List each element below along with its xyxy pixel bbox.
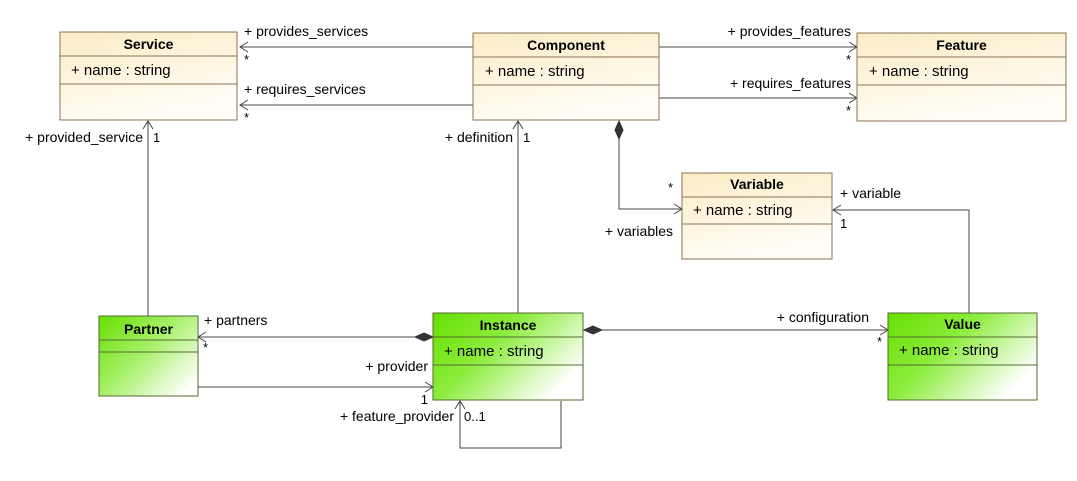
role-definition: + definition — [445, 129, 513, 145]
edge-provider: + provider 1 — [198, 358, 434, 407]
class-partner[interactable]: Partner — [98, 315, 199, 397]
mult-variable: 1 — [840, 216, 847, 231]
class-name: Partner — [124, 321, 174, 337]
role-provider: + provider — [365, 358, 428, 374]
edge-requires-services: + requires_services * — [239, 81, 473, 125]
role-provides-services: + provides_services — [244, 23, 368, 39]
mult-provider: 1 — [421, 392, 428, 407]
class-attribute: + name : string — [869, 63, 969, 80]
edge-provided-service: + provided_service 1 — [25, 120, 160, 316]
class-name: Value — [944, 316, 981, 332]
role-partners: + partners — [204, 312, 267, 328]
mult-configuration: * — [877, 334, 882, 349]
mult-provided-service: 1 — [153, 130, 160, 145]
class-attribute: + name : string — [899, 342, 999, 359]
class-attribute: + name : string — [444, 343, 544, 360]
class-attribute: + name : string — [71, 62, 171, 79]
class-variable[interactable]: Variable + name : string — [681, 172, 833, 260]
class-name: Instance — [480, 317, 537, 333]
role-provides-features: + provides_features — [728, 23, 851, 39]
class-name: Feature — [936, 37, 987, 53]
role-requires-features: + requires_features — [730, 75, 851, 91]
edge-partners: + partners * — [197, 312, 435, 355]
class-name: Component — [527, 37, 605, 53]
composition-diamond-icon — [614, 119, 624, 141]
class-name: Service — [124, 36, 174, 52]
mult-provides-services: * — [244, 52, 249, 67]
role-variable: + variable — [840, 185, 901, 201]
mult-feature-provider: 0..1 — [464, 409, 486, 424]
class-value[interactable]: Value + name : string — [887, 312, 1038, 401]
composition-diamond-icon — [582, 325, 604, 335]
class-name: Variable — [730, 176, 784, 192]
mult-provides-features: * — [846, 52, 851, 67]
edge-provides-features: + provides_features * — [659, 23, 858, 67]
edge-provides-services: + provides_services * — [239, 23, 473, 67]
mult-requires-features: * — [846, 103, 851, 118]
class-attribute: + name : string — [693, 202, 793, 219]
class-service[interactable]: Service + name : string — [59, 31, 238, 121]
composition-diamond-icon — [413, 332, 435, 342]
edge-definition: + definition 1 — [445, 120, 530, 313]
mult-definition: 1 — [523, 130, 530, 145]
edge-feature-provider: + feature_provider 0..1 — [340, 400, 562, 449]
role-feature-provider: + feature_provider — [340, 408, 454, 424]
mult-requires-services: * — [244, 110, 249, 125]
edge-configuration: + configuration * — [582, 309, 889, 349]
mult-variables: * — [668, 180, 673, 195]
role-provided-service: + provided_service — [25, 129, 143, 145]
class-instance[interactable]: Instance + name : string — [432, 312, 584, 401]
role-configuration: + configuration — [777, 309, 869, 325]
role-variables: + variables — [605, 223, 673, 239]
edge-variables: + variables * — [605, 119, 683, 239]
edge-variable: + variable 1 — [832, 185, 970, 313]
class-attribute: + name : string — [485, 63, 585, 80]
class-feature[interactable]: Feature + name : string — [856, 32, 1067, 122]
mult-partners: * — [203, 340, 208, 355]
role-requires-services: + requires_services — [244, 81, 366, 97]
class-component[interactable]: Component + name : string — [472, 32, 660, 121]
edge-requires-features: + requires_features * — [659, 75, 858, 118]
